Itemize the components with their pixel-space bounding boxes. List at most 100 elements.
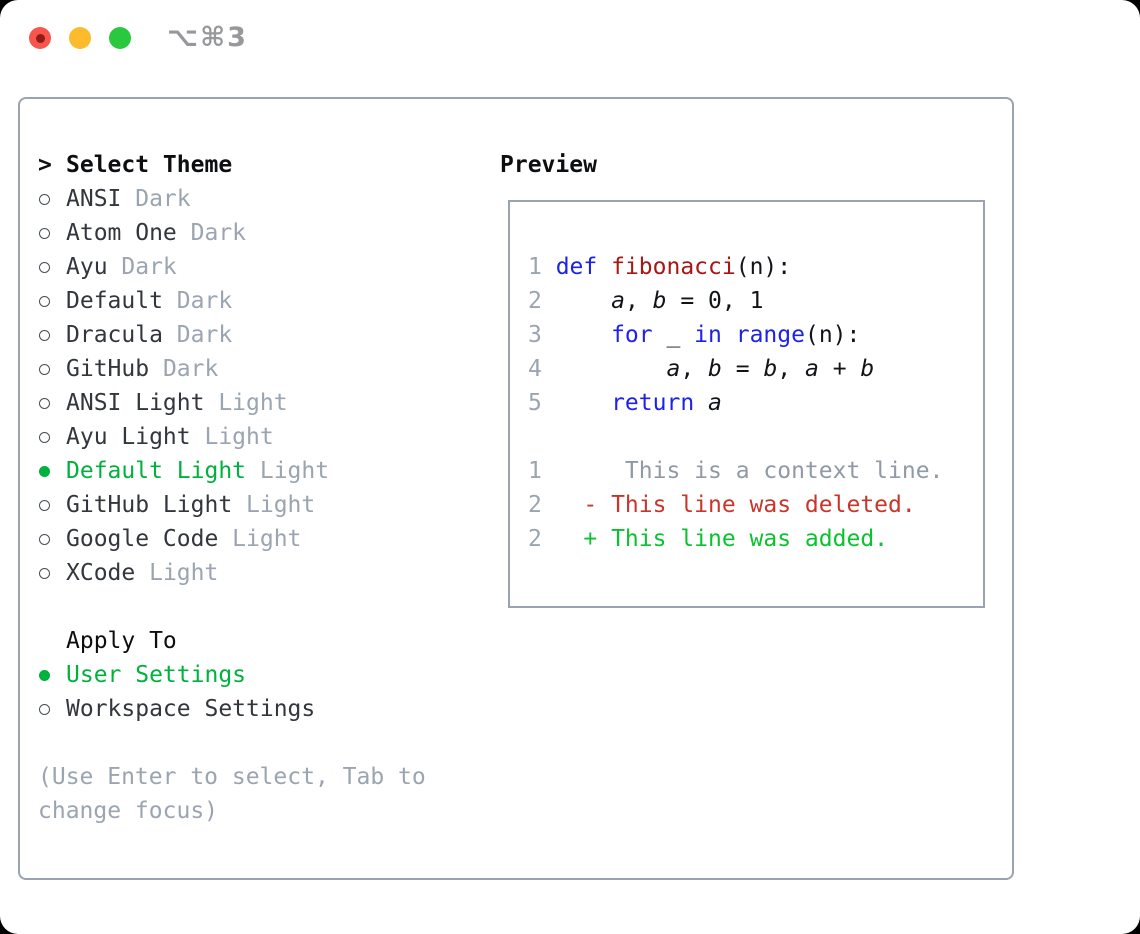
token-pl: (n):	[804, 322, 861, 348]
theme-option-xcode[interactable]: XCode Light	[38, 556, 478, 590]
radio-unselected-icon	[38, 499, 66, 511]
spacer	[38, 726, 478, 760]
radio-circle	[39, 669, 50, 681]
radio-unselected-icon	[38, 397, 66, 409]
pointer-icon: >	[38, 152, 52, 178]
variant-tag: Light	[232, 526, 302, 552]
token-kw: def	[555, 254, 598, 280]
variant-tag: Dark	[176, 288, 233, 314]
radio-unselected-icon	[38, 431, 66, 443]
option-label: GitHub Light	[66, 492, 233, 518]
theme-option-github-light[interactable]: GitHub Light Light	[38, 488, 478, 522]
variant-tag: Light	[246, 492, 316, 518]
apply-option-user-settings[interactable]: User Settings	[38, 658, 478, 692]
variant-tag: Dark	[135, 186, 191, 212]
token-pl: =	[721, 356, 764, 382]
preview-line-code: 3 for _ in range(n):	[528, 318, 983, 352]
token-var: b	[860, 356, 875, 382]
line-number: 1	[528, 458, 542, 484]
select-theme-header: > Select Theme	[38, 148, 478, 182]
token-pl	[556, 288, 611, 314]
option-label: User Settings	[66, 662, 247, 688]
radio-unselected-icon	[38, 533, 66, 545]
token-pl	[597, 254, 611, 280]
token-pl: ,	[777, 356, 805, 382]
radio-circle	[39, 193, 50, 205]
token-pl	[694, 390, 708, 416]
theme-option-default[interactable]: Default Dark	[38, 284, 478, 318]
radio-circle	[39, 567, 50, 579]
minimize-button[interactable]	[69, 27, 91, 49]
zoom-button[interactable]	[109, 27, 131, 49]
option-label: Default	[66, 288, 163, 314]
radio-unselected-icon	[38, 329, 66, 341]
option-label: XCode	[66, 560, 136, 586]
theme-option-atom-one[interactable]: Atom One Dark	[38, 216, 478, 250]
radio-unselected-icon	[38, 193, 66, 205]
option-label: Default Light	[66, 458, 247, 484]
preview-line-deleted: 2 - This line was deleted.	[528, 488, 983, 522]
option-label: Ayu	[66, 254, 108, 280]
spacer	[38, 590, 478, 624]
variant-tag: Light	[204, 424, 274, 450]
traffic-lights	[29, 27, 131, 49]
preview-line-code: 4 a, b = b, a + b	[528, 352, 983, 386]
radio-unselected-icon	[38, 227, 66, 239]
token-kw: in	[694, 322, 722, 348]
token-pl: _	[652, 322, 695, 348]
line-number: 3	[528, 322, 542, 348]
token-pl	[556, 390, 611, 416]
variant-tag: Light	[259, 458, 330, 484]
radio-unselected-icon	[38, 703, 66, 715]
theme-option-google-code[interactable]: Google Code Light	[38, 522, 478, 556]
token-del: - This line was deleted.	[555, 492, 916, 518]
token-var: a	[708, 390, 722, 416]
theme-option-ayu[interactable]: Ayu Dark	[38, 250, 478, 284]
variant-tag: Dark	[121, 254, 177, 280]
preview-title: Preview	[500, 152, 597, 178]
close-button[interactable]	[29, 27, 51, 49]
option-label: Atom One	[66, 220, 177, 246]
select-theme-title: Select Theme	[66, 152, 233, 178]
line-number: 2	[528, 492, 542, 518]
title-bar: ⌥⌘3	[0, 0, 1140, 76]
option-label: Google Code	[66, 526, 219, 552]
radio-circle	[39, 329, 50, 341]
radio-unselected-icon	[38, 567, 66, 579]
apply-to-title: Apply To	[66, 628, 177, 654]
variant-tag: Dark	[190, 220, 247, 246]
line-number: 2	[528, 526, 542, 552]
token-kw: for	[611, 322, 653, 348]
theme-option-default-light[interactable]: Default Light Light	[38, 454, 478, 488]
token-add: + This line was added.	[555, 526, 889, 552]
token-kw: range	[735, 322, 805, 348]
variant-tag: Light	[149, 560, 219, 586]
apply-option-workspace-settings[interactable]: Workspace Settings	[38, 692, 478, 726]
radio-circle	[39, 465, 50, 477]
token-pl	[556, 322, 611, 348]
radio-circle	[39, 499, 50, 511]
theme-option-dracula[interactable]: Dracula Dark	[38, 318, 478, 352]
radio-circle	[39, 295, 50, 307]
token-pl: ,	[624, 288, 653, 314]
token-pl: (n):	[735, 254, 792, 280]
radio-circle	[39, 533, 50, 545]
token-var: b	[708, 356, 722, 382]
line-number: 4	[528, 356, 542, 382]
option-label: Dracula	[66, 322, 163, 348]
option-label: Ayu Light	[66, 424, 191, 450]
radio-unselected-icon	[38, 261, 66, 273]
theme-option-ayu-light[interactable]: Ayu Light Light	[38, 420, 478, 454]
variant-tag: Dark	[176, 322, 233, 348]
preview-line-added: 2 + This line was added.	[528, 522, 983, 556]
help-text: (Use Enter to select, Tab to change focu…	[38, 764, 426, 824]
